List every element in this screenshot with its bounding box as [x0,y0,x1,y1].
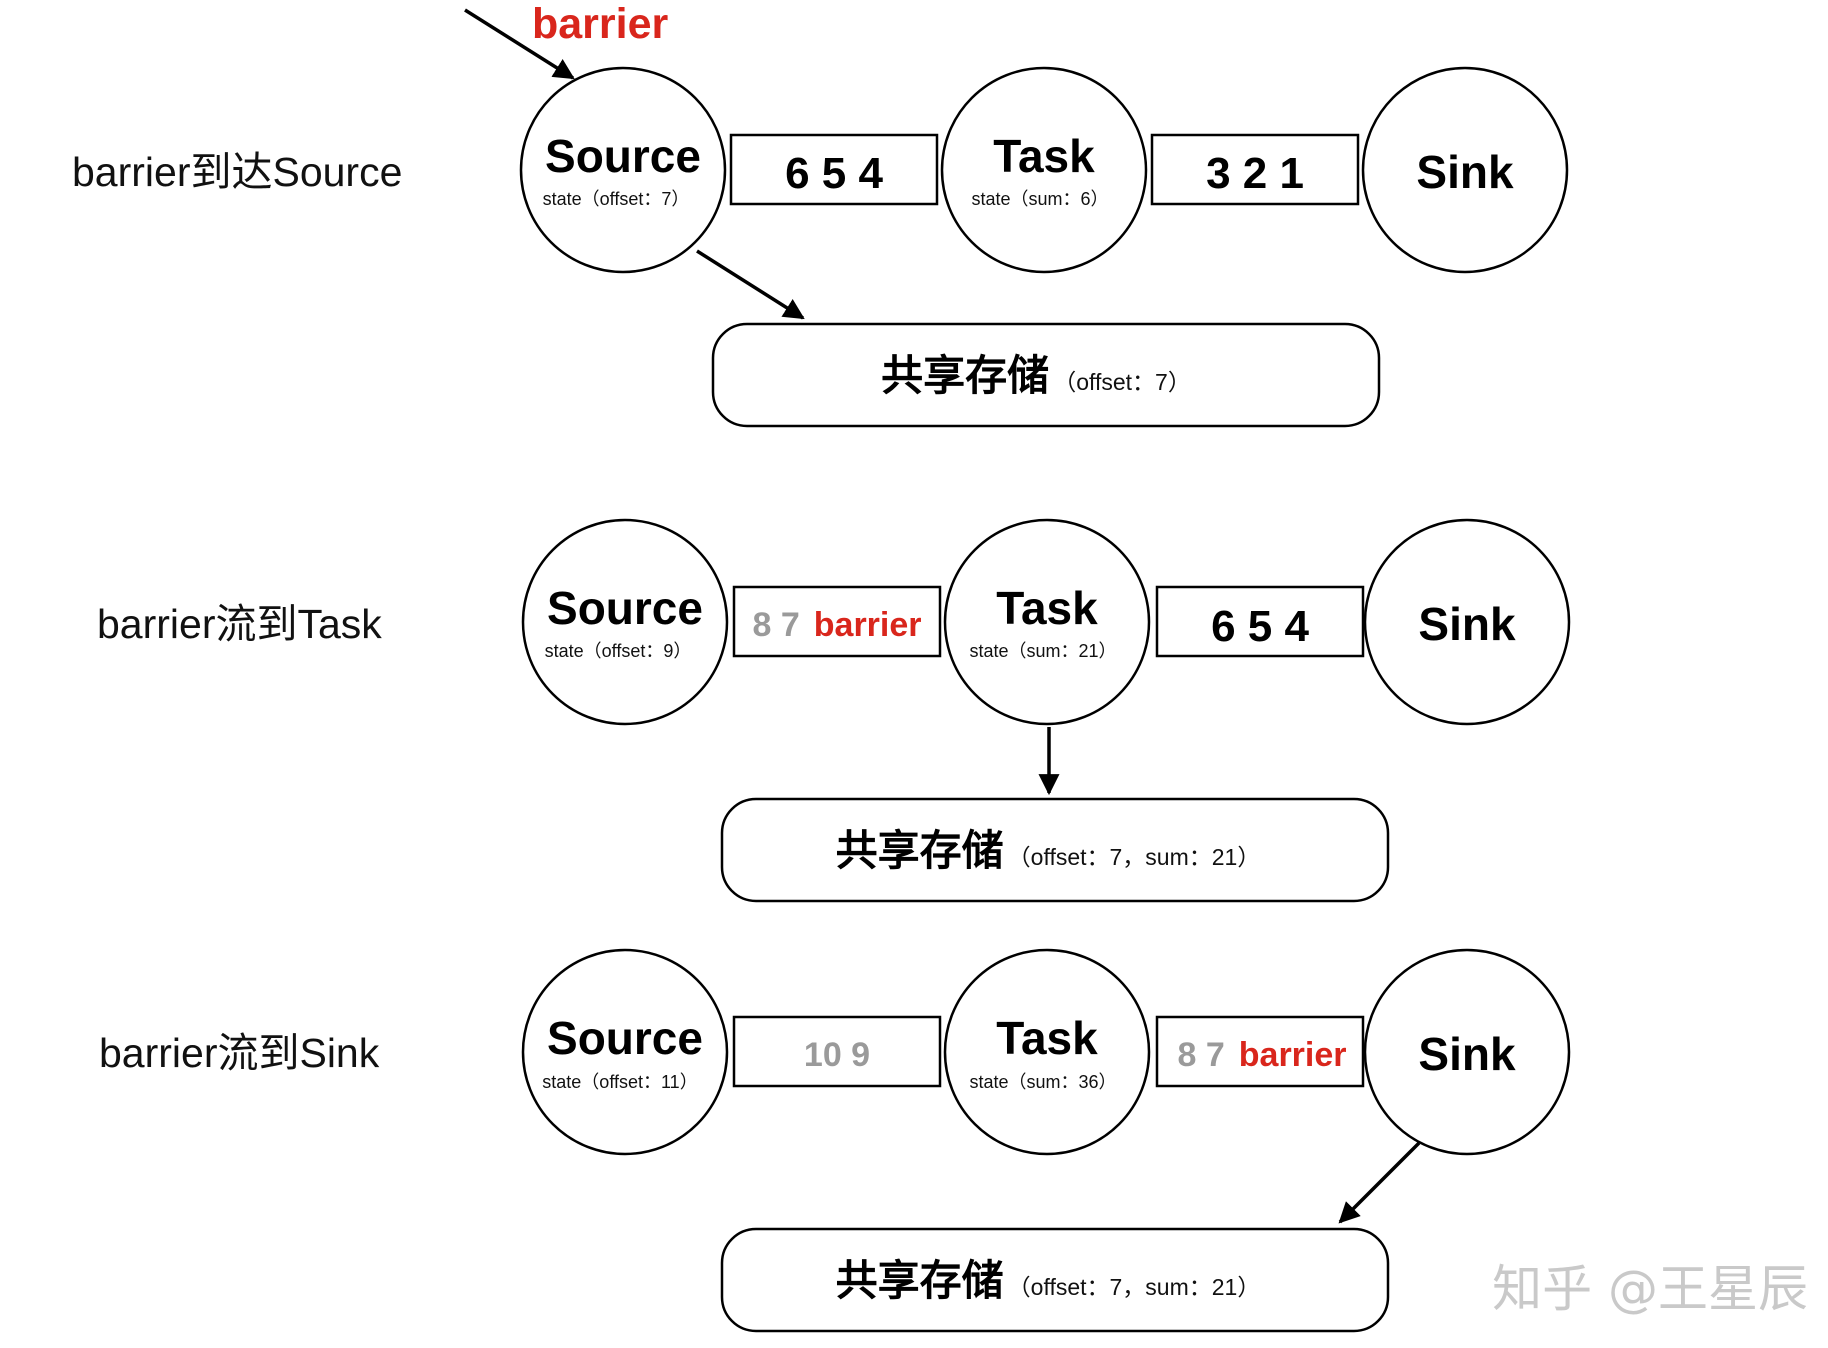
buffer-faded-values: 8 7 [753,606,800,644]
buffer-values: 3 2 1 [1206,149,1304,198]
row-label: barrier流到Sink [99,1030,380,1076]
buffer-content: 10 9 [804,1036,870,1074]
task-node: Task state（sum：36） [943,948,1151,1156]
source-name: Source [545,130,701,182]
buffer-barrier: barrier [1239,1036,1347,1074]
snapshot-arrow [696,249,805,320]
barrier-incoming-arrow [464,8,575,80]
buffer-faded-values: 8 7 [1178,1036,1225,1074]
row-3: barrier流到Sink Source state（offset：11） 10… [99,948,1571,1333]
task-node: Task state（sum：21） [943,518,1151,726]
storage-content: 共享存储 （offset：7） [881,351,1191,400]
barrier-tag-label: barrier [532,0,669,48]
shared-storage: 共享存储 （offset：7，sum：21） [720,1227,1390,1333]
source-state: state（offset：7） [543,189,690,209]
buffer-barrier: barrier [814,606,922,644]
source-node: Source state（offset：11） [521,948,729,1156]
row-label: barrier流到Task [97,601,382,647]
task-name: Task [996,582,1098,634]
buffer-source-task: 6 5 4 [729,133,939,206]
source-name: Source [547,1012,703,1064]
source-node: Source state（offset：9） [521,518,729,726]
buffer-values: 6 5 4 [1211,602,1309,651]
storage-title: 共享存储 [881,351,1049,400]
buffer-content: 3 2 1 [1206,149,1304,198]
buffer-task-sink: 6 5 4 [1155,585,1365,658]
sink-node: Sink [1363,948,1571,1156]
source-name: Source [547,582,703,634]
snapshot-arrow [1338,1141,1421,1224]
task-name: Task [996,1012,1098,1064]
task-state: state（sum：6） [971,189,1108,209]
buffer-source-task: 8 7 barrier [732,585,942,658]
row-1: barrier到达Source Source state（offset：7） 6… [72,66,1569,428]
sink-name: Sink [1418,598,1516,650]
buffer-content: 8 7 barrier [1178,1036,1347,1074]
storage-state: （offset：7，sum：21） [1008,844,1261,870]
storage-content: 共享存储 （offset：7，sum：21） [836,1256,1261,1305]
task-state: state（sum：21） [969,641,1116,661]
task-node: Task state（sum：6） [940,66,1148,274]
buffer-task-sink: 3 2 1 [1150,133,1360,206]
task-name: Task [993,130,1095,182]
shared-storage: 共享存储 （offset：7，sum：21） [720,797,1390,903]
storage-state: （offset：7，sum：21） [1008,1274,1261,1300]
buffer-content: 8 7 barrier [753,606,922,644]
buffer-task-sink: 8 7 barrier [1155,1015,1365,1088]
buffer-content: 6 5 4 [1211,602,1309,651]
row-2: barrier流到Task Source state（offset：9） 8 7… [97,518,1571,903]
storage-content: 共享存储 （offset：7，sum：21） [836,826,1261,875]
storage-title: 共享存储 [836,1256,1004,1305]
storage-state: （offset：7） [1053,369,1191,395]
shared-storage: 共享存储 （offset：7） [711,322,1381,428]
buffer-source-task: 10 9 [732,1015,942,1088]
source-state: state（offset：9） [545,641,692,661]
source-node: Source state（offset：7） [519,66,727,274]
sink-name: Sink [1416,146,1514,198]
task-state: state（sum：36） [969,1072,1116,1092]
source-state: state（offset：11） [542,1072,697,1092]
buffer-content: 6 5 4 [785,149,883,198]
watermark-text: 知乎 @王星辰 [1492,1260,1808,1318]
buffer-faded-values: 10 9 [804,1036,870,1074]
sink-name: Sink [1418,1028,1516,1080]
buffer-values: 6 5 4 [785,149,883,198]
storage-title: 共享存储 [836,826,1004,875]
sink-node: Sink [1361,66,1569,274]
sink-node: Sink [1363,518,1571,726]
row-label: barrier到达Source [72,149,402,195]
